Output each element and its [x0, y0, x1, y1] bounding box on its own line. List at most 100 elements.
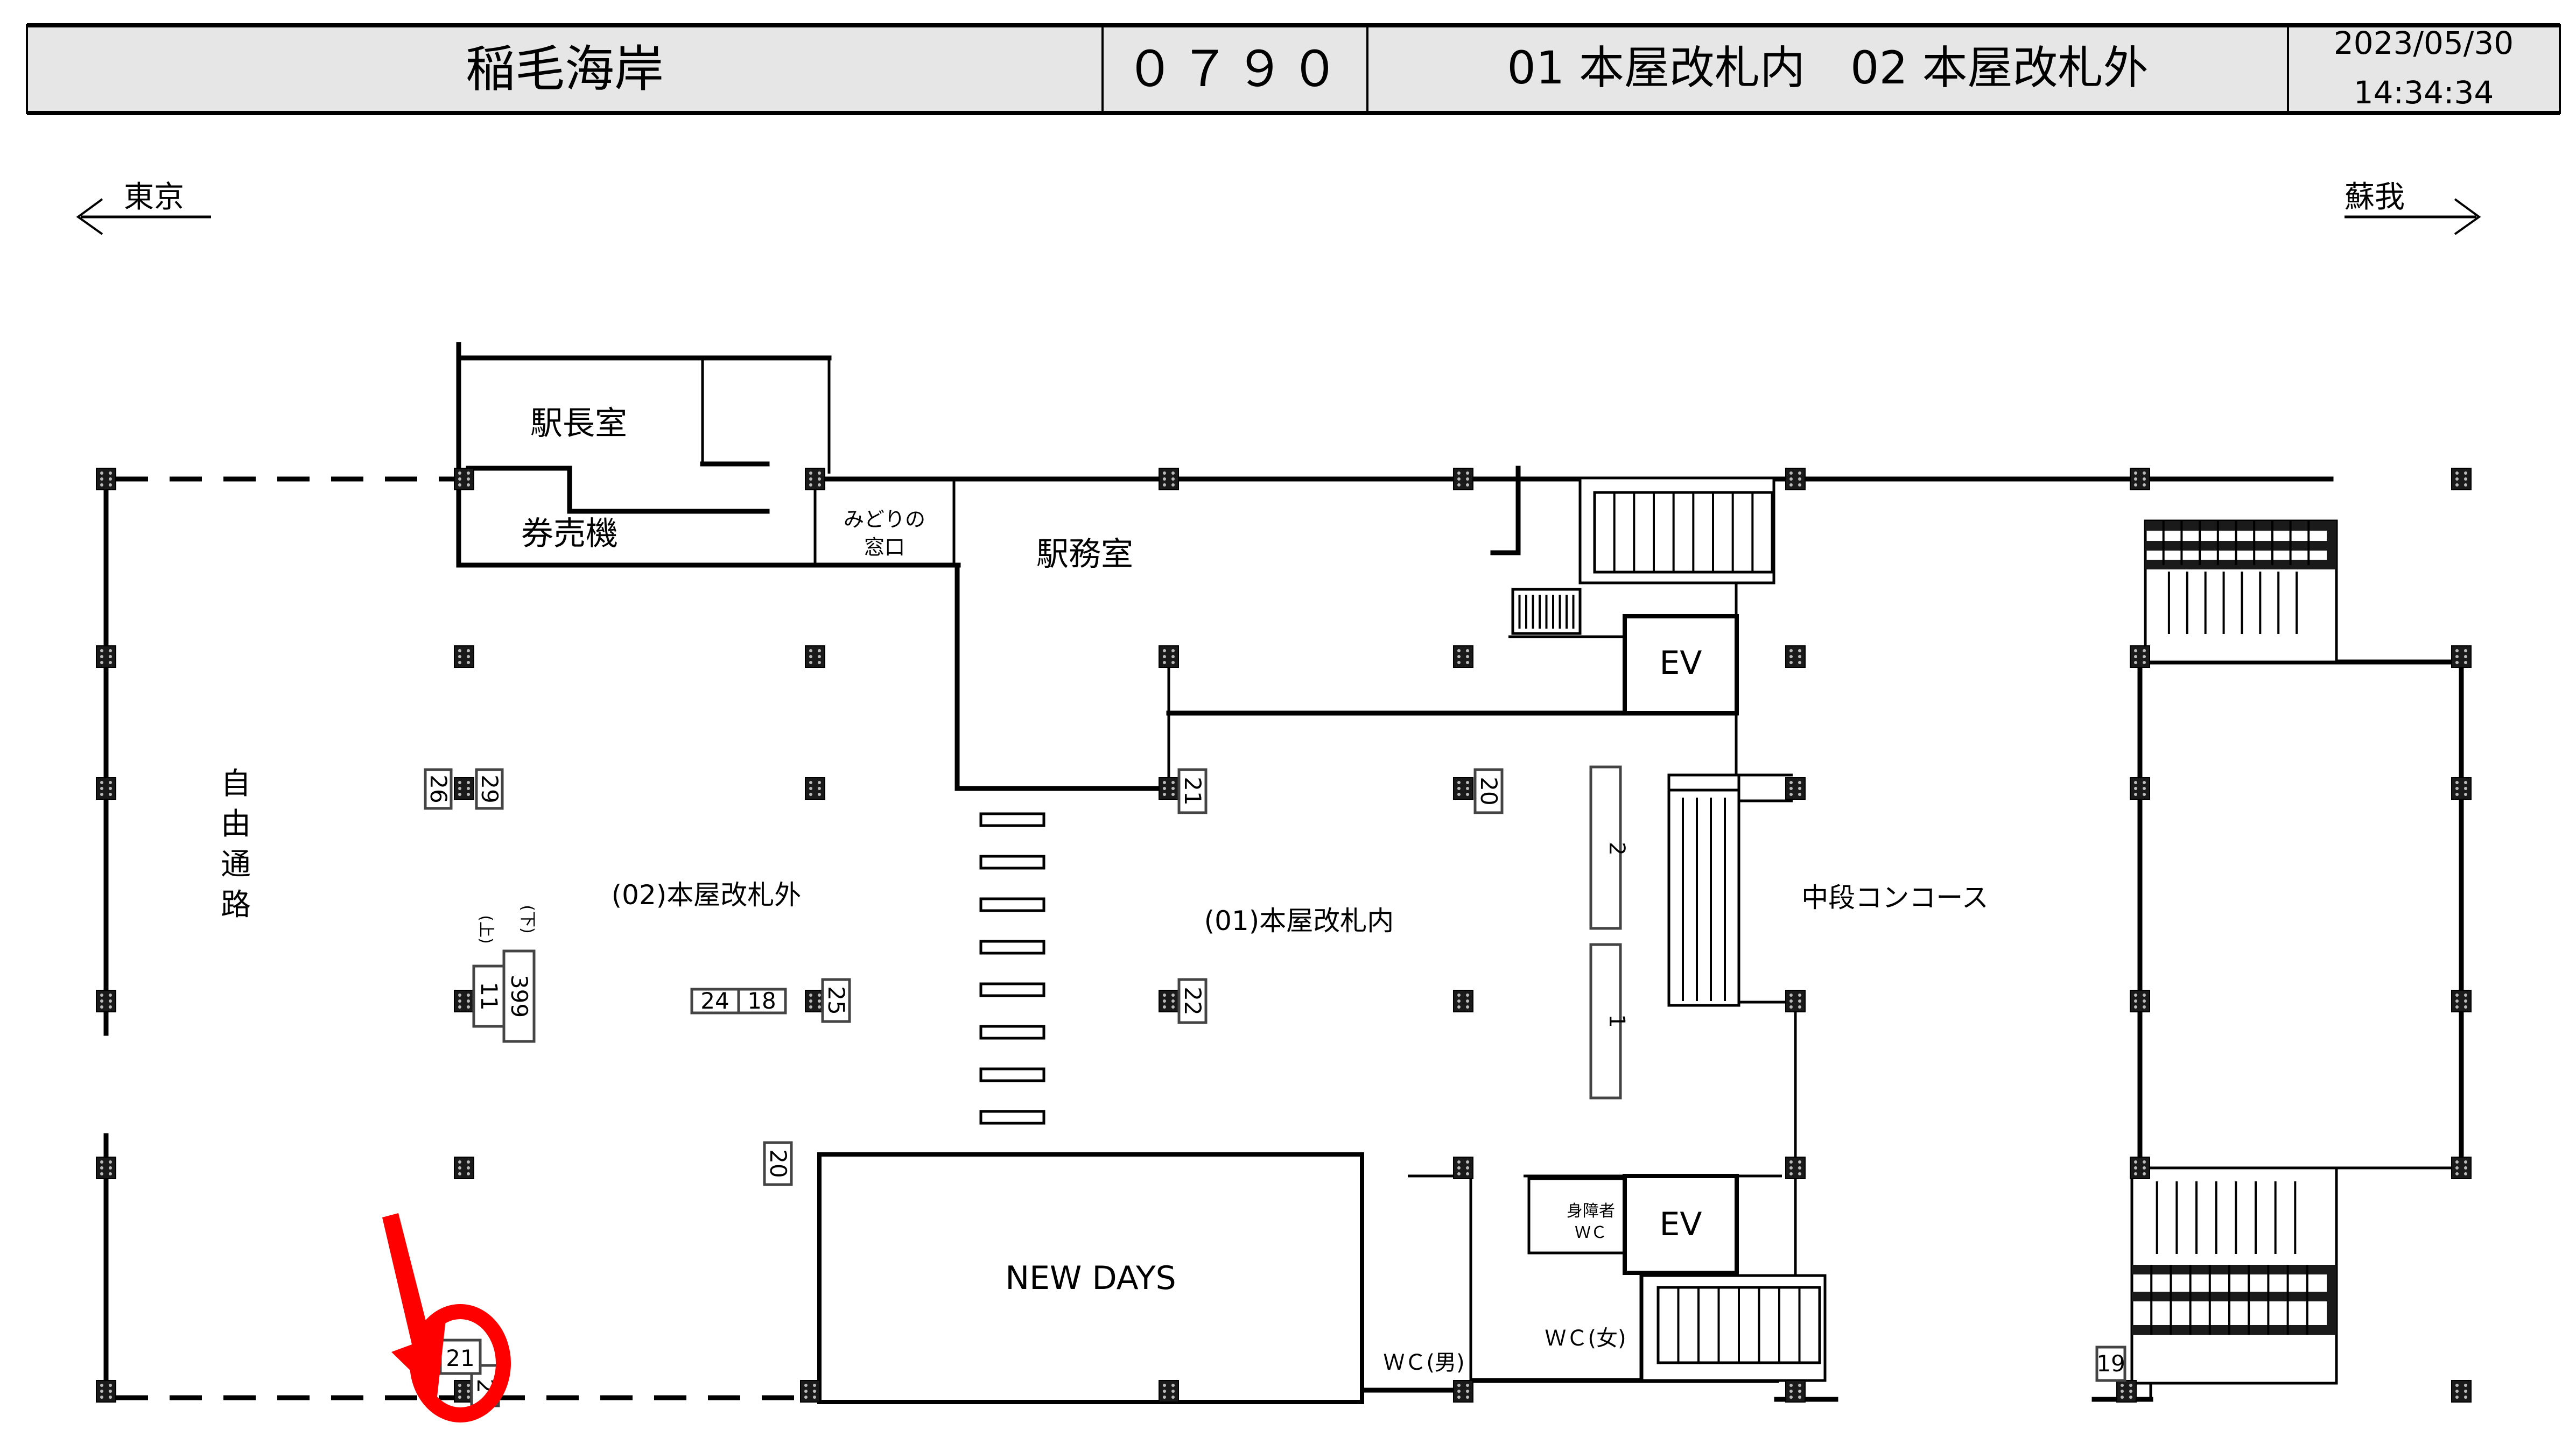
column-dot	[1798, 649, 1801, 652]
direction-right-label: 蘇我	[2345, 180, 2405, 215]
column	[1159, 468, 1179, 490]
direction-left: 東京	[76, 180, 211, 235]
direction-right: 蘇我	[2345, 180, 2481, 235]
column-dot	[1457, 655, 1461, 658]
header-time: 14:34:34	[2354, 74, 2494, 111]
column-dot	[818, 471, 821, 475]
column-dot	[2464, 1396, 2467, 1399]
column-dot	[467, 793, 470, 796]
column-dot	[2455, 787, 2459, 790]
column-dot	[1798, 994, 1801, 997]
column-dot	[809, 655, 812, 658]
column-dot	[2464, 793, 2467, 796]
column-dot	[2143, 661, 2146, 664]
column-dot	[467, 655, 470, 658]
tag-21-highlight[interactable]	[439, 1339, 482, 1375]
column-dot	[2143, 649, 2146, 652]
column-dot	[109, 787, 112, 790]
column-dot	[818, 787, 821, 790]
column-dot	[1171, 655, 1175, 658]
tag-22[interactable]	[1177, 978, 1208, 1024]
column-dot	[1466, 649, 1469, 652]
column-dot	[1457, 661, 1461, 664]
column-dot	[2455, 655, 2459, 658]
tag-down-label: (下)	[518, 905, 537, 933]
header-date: 2023/05/30	[2334, 25, 2514, 61]
column-dot	[109, 999, 112, 1003]
column-dot	[809, 793, 812, 796]
column-dot	[1457, 471, 1461, 475]
column-dot	[2455, 1396, 2459, 1399]
column-dot	[100, 1166, 103, 1170]
column-dot	[1163, 483, 1166, 487]
accessible-wc-room	[1527, 1177, 1626, 1255]
column-dot	[458, 655, 461, 658]
column-dot	[818, 477, 821, 481]
column-dot	[109, 994, 112, 997]
column-dot	[2464, 471, 2467, 475]
column-dot	[2143, 483, 2146, 487]
column-dot	[1466, 1390, 1469, 1393]
tag-29[interactable]	[475, 768, 504, 810]
tag-21-gate[interactable]	[1177, 768, 1208, 814]
escalator-band	[2145, 560, 2336, 569]
column-dot	[1466, 793, 1469, 796]
escalator-band	[2327, 521, 2336, 565]
column	[2130, 990, 2150, 1012]
column-dot	[1789, 661, 1793, 664]
column-dot	[1171, 483, 1175, 487]
escalator-band	[2327, 1265, 2336, 1335]
midori-window-label-2: 窓口	[864, 536, 905, 559]
tag-25[interactable]	[821, 978, 851, 1023]
column-dot	[467, 1390, 470, 1393]
tag-26[interactable]	[424, 768, 453, 810]
column-dot	[1789, 1005, 1793, 1009]
column-dot	[1163, 793, 1166, 796]
ticket-gate	[979, 1110, 1045, 1125]
column-dot	[2455, 994, 2459, 997]
column-dot	[1171, 477, 1175, 481]
tag-18[interactable]	[737, 988, 787, 1015]
column-dot	[1466, 999, 1469, 1003]
column-dot	[100, 1390, 103, 1393]
column-dot	[2455, 661, 2459, 664]
accessible-wc-label-2: ＷＣ	[1575, 1223, 1607, 1242]
column-dot	[2129, 1396, 2132, 1399]
column-dot	[1171, 1396, 1175, 1399]
column-dot	[1466, 483, 1469, 487]
tag-20-shop[interactable]	[763, 1141, 793, 1186]
tag-399-label: 399	[506, 975, 532, 1018]
column	[1785, 990, 1806, 1012]
tag-19[interactable]	[2095, 1346, 2126, 1382]
ticket-machine-label: 券売機	[521, 515, 618, 553]
column-dot	[1466, 1005, 1469, 1009]
column-dot	[2143, 477, 2146, 481]
column-dot	[100, 1005, 103, 1009]
column-dot	[2129, 1390, 2132, 1393]
column-dot	[109, 1005, 112, 1009]
tag-399[interactable]	[502, 949, 536, 1043]
column-dot	[1163, 1390, 1166, 1393]
escalator-band	[2132, 1265, 2336, 1274]
column	[800, 1380, 820, 1403]
column-dot	[2134, 1005, 2137, 1009]
bench-1	[1589, 943, 1622, 1100]
column-dot	[1466, 781, 1469, 784]
tag-20-gate[interactable]	[1473, 768, 1504, 814]
column-dot	[2143, 1005, 2146, 1009]
column-dot	[100, 787, 103, 790]
free-passage-char: 由	[221, 807, 251, 842]
column-dot	[1798, 787, 1801, 790]
station-office-label: 駅務室	[1036, 536, 1133, 573]
column-dot	[100, 477, 103, 481]
column-dot	[2455, 1166, 2459, 1170]
column	[454, 468, 474, 490]
ticket-gate	[979, 1067, 1045, 1082]
column-dot	[2455, 793, 2459, 796]
column-dot	[1466, 1384, 1469, 1387]
column-dot	[804, 1396, 808, 1399]
column-dot	[1789, 1166, 1793, 1170]
column-dot	[2464, 787, 2467, 790]
column-dot	[809, 787, 812, 790]
column	[2130, 777, 2150, 800]
